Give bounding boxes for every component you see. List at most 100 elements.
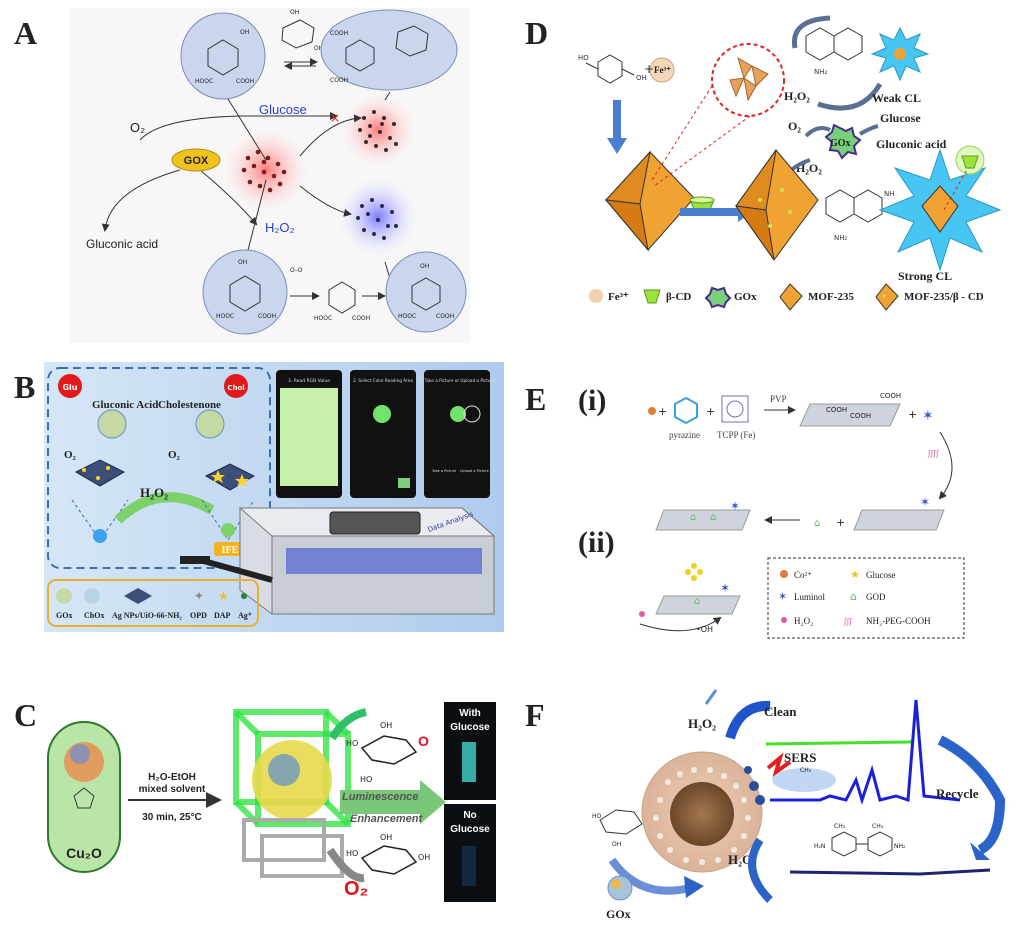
- chox-enzyme-icon: [195, 409, 225, 439]
- nanoparticle-core: [670, 782, 734, 846]
- reaction-box: [47, 367, 271, 569]
- svg-text:Glucose: Glucose: [450, 722, 490, 733]
- chol-devil-icon: [224, 374, 248, 398]
- svg-text:ʃʃʃ: ʃʃʃ: [843, 617, 852, 626]
- terephthalic-acid: [597, 54, 623, 84]
- svg-text:pyrazine: pyrazine: [669, 430, 700, 440]
- svg-text:⌂: ⌂: [814, 518, 820, 529]
- phenol-circle: [385, 251, 467, 333]
- svg-text:OH: OH: [612, 841, 621, 848]
- tcpp-porphyrin: [721, 395, 749, 423]
- blue-drop: [93, 529, 107, 543]
- svg-text:★: ★: [218, 589, 229, 603]
- pore-pattern: [653, 767, 751, 865]
- svg-text:COOH: COOH: [880, 392, 901, 400]
- blue-glow: [334, 173, 422, 261]
- svg-text:Glu: Glu: [62, 383, 77, 392]
- svg-text:+: +: [644, 62, 654, 76]
- svg-text:COOH: COOH: [352, 315, 370, 322]
- panel-a-letter: A: [14, 15, 37, 51]
- svg-text:Fe³⁺: Fe³⁺: [608, 291, 629, 303]
- svg-text:No: No: [463, 810, 476, 821]
- svg-text:OH: OH: [418, 853, 430, 862]
- luminol-structure-top: NH₂: [805, 27, 863, 76]
- luminol-structure-bottom: NH₂ NH: [825, 189, 895, 242]
- o2-arc: [139, 112, 338, 141]
- svg-text:HO: HO: [578, 54, 589, 62]
- svg-text:★: ★: [850, 568, 860, 581]
- boronic-acid-circle: [180, 12, 266, 100]
- svg-text:H₂O₂: H₂O₂: [794, 616, 813, 626]
- svg-text:•OH: •OH: [696, 625, 713, 634]
- svg-text:With: With: [459, 708, 481, 719]
- svg-text:HOOC: HOOC: [195, 78, 213, 85]
- svg-text:NH₂: NH₂: [814, 68, 828, 76]
- svg-text:1. Take a Picture or Upload a: 1. Take a Picture or Upload a Picture: [419, 378, 495, 383]
- svg-text:GOx: GOx: [606, 907, 631, 921]
- dark-spectrum: [789, 868, 991, 876]
- svg-text:COOH: COOH: [258, 313, 276, 320]
- o2-label: O₂: [130, 120, 145, 135]
- svg-text:Luminescence: Luminescence: [342, 791, 418, 803]
- gox-badge-d: [824, 123, 862, 160]
- gox-badge: [171, 148, 221, 172]
- gox-enzyme-f: [607, 875, 633, 901]
- mof-tile-left: [74, 459, 126, 487]
- svg-text:GOx: GOx: [56, 611, 72, 620]
- svg-text:Glucose: Glucose: [880, 111, 921, 125]
- nanosheet-3: [655, 509, 751, 531]
- svg-text:CH₃: CH₃: [800, 767, 812, 774]
- svg-text:OH: OH: [420, 263, 429, 270]
- panel-b-letter: B: [14, 369, 35, 405]
- svg-text:Ag NPs/UiO-66-NH₂: Ag NPs/UiO-66-NH₂: [112, 611, 182, 620]
- svg-text:GOx: GOx: [734, 291, 757, 303]
- glucose-structure: OH OH: [281, 9, 323, 52]
- gox-enzyme-icon: [97, 409, 127, 439]
- svg-text:HO: HO: [592, 813, 602, 820]
- svg-text:2. Select Color Reading Area: 2. Select Color Reading Area: [353, 378, 413, 383]
- svg-text:Luminol: Luminol: [794, 592, 825, 602]
- svg-text:✶: ✶: [778, 590, 787, 603]
- panel-d-letter: D: [525, 15, 548, 51]
- svg-text:Enhancement: Enhancement: [350, 813, 423, 825]
- svg-text:H₂O-EtOH: H₂O-EtOH: [148, 772, 196, 783]
- svg-text:COOH: COOH: [330, 77, 348, 84]
- red-glow-upper: [336, 88, 420, 172]
- svg-text:COOH: COOH: [850, 412, 871, 420]
- svg-text:+: +: [658, 405, 667, 418]
- svg-text:mixed solvent: mixed solvent: [139, 784, 206, 795]
- detection-device: [180, 507, 496, 615]
- svg-text:COOH: COOH: [330, 30, 348, 37]
- red-glow-center: [218, 122, 314, 218]
- benzene-ring: [207, 39, 239, 76]
- clean-label: Clean: [764, 704, 797, 719]
- svg-text:COOH: COOH: [436, 313, 454, 320]
- svg-text:+: +: [908, 408, 917, 421]
- weak-cl-label: Weak CL: [872, 91, 921, 105]
- sub-ii-label: (ii): [578, 526, 615, 559]
- octahedral-unit-icon: [729, 56, 769, 102]
- glucose-ring-bottom: HO OH OH: [346, 833, 430, 875]
- svg-text:COOH: COOH: [826, 406, 847, 414]
- h2o2-arc: [199, 169, 258, 226]
- svg-text:Glucose: Glucose: [450, 824, 490, 835]
- svg-text:O: O: [418, 733, 429, 749]
- luminol-star: ✶: [922, 408, 934, 424]
- mof-cage: [233, 709, 351, 878]
- recycle-arrow: [937, 735, 1006, 855]
- svg-text:Chol: Chol: [227, 384, 244, 392]
- svg-text:COOH: COOH: [236, 78, 254, 85]
- h2o2-drop-pipette: [704, 689, 718, 705]
- svg-text:DAP: DAP: [214, 611, 231, 620]
- svg-text:OH: OH: [380, 721, 392, 730]
- blue-spectrum: [770, 699, 961, 805]
- svg-text:HOOC: HOOC: [398, 313, 416, 320]
- boronic-acid-circle-bottom: [202, 249, 288, 335]
- svg-text:ChOx: ChOx: [84, 611, 104, 620]
- pyrazine-ring: [674, 396, 698, 425]
- svg-text:✶: ✶: [730, 499, 740, 513]
- svg-text:H₂O₂: H₂O₂: [784, 89, 810, 103]
- o2-red-label: O₂: [344, 878, 368, 900]
- glucose-structure-f: HO OH: [592, 809, 643, 848]
- svg-text:O₂: O₂: [64, 449, 77, 461]
